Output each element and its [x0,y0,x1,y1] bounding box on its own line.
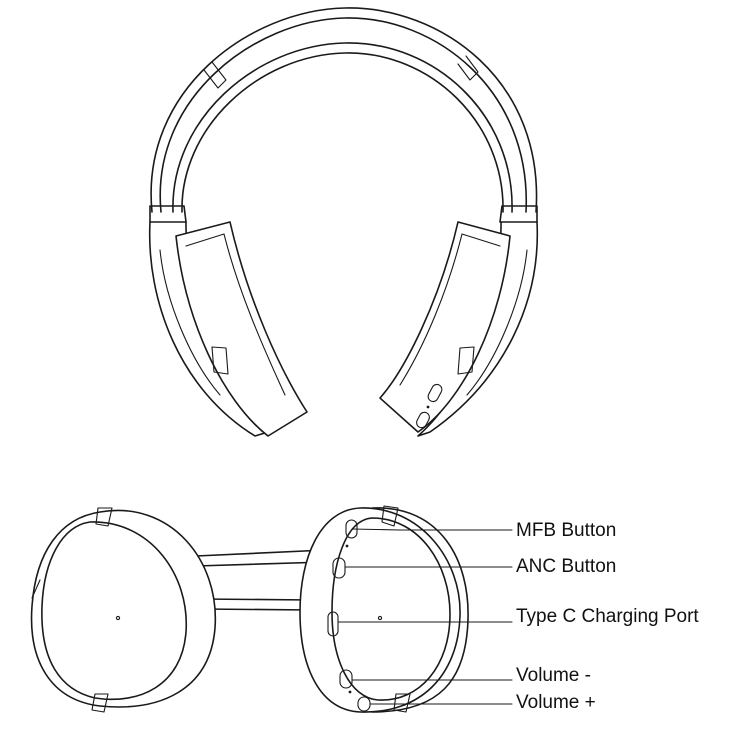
volume-minus-label: Volume - [516,665,591,686]
headphones-front-view [148,7,539,437]
mfb-leader [351,528,513,531]
anc-button-label: ANC Button [516,556,617,577]
mfb-button-label: MFB Button [516,520,617,541]
type-c-port-label: Type C Charging Port [516,606,699,627]
anc-button-shape [332,557,346,579]
volume-minus-button-shape [339,669,353,689]
type-c-port-shape [327,611,339,637]
volume-plus-label: Volume + [516,692,596,713]
headphones-side-view [30,505,513,713]
